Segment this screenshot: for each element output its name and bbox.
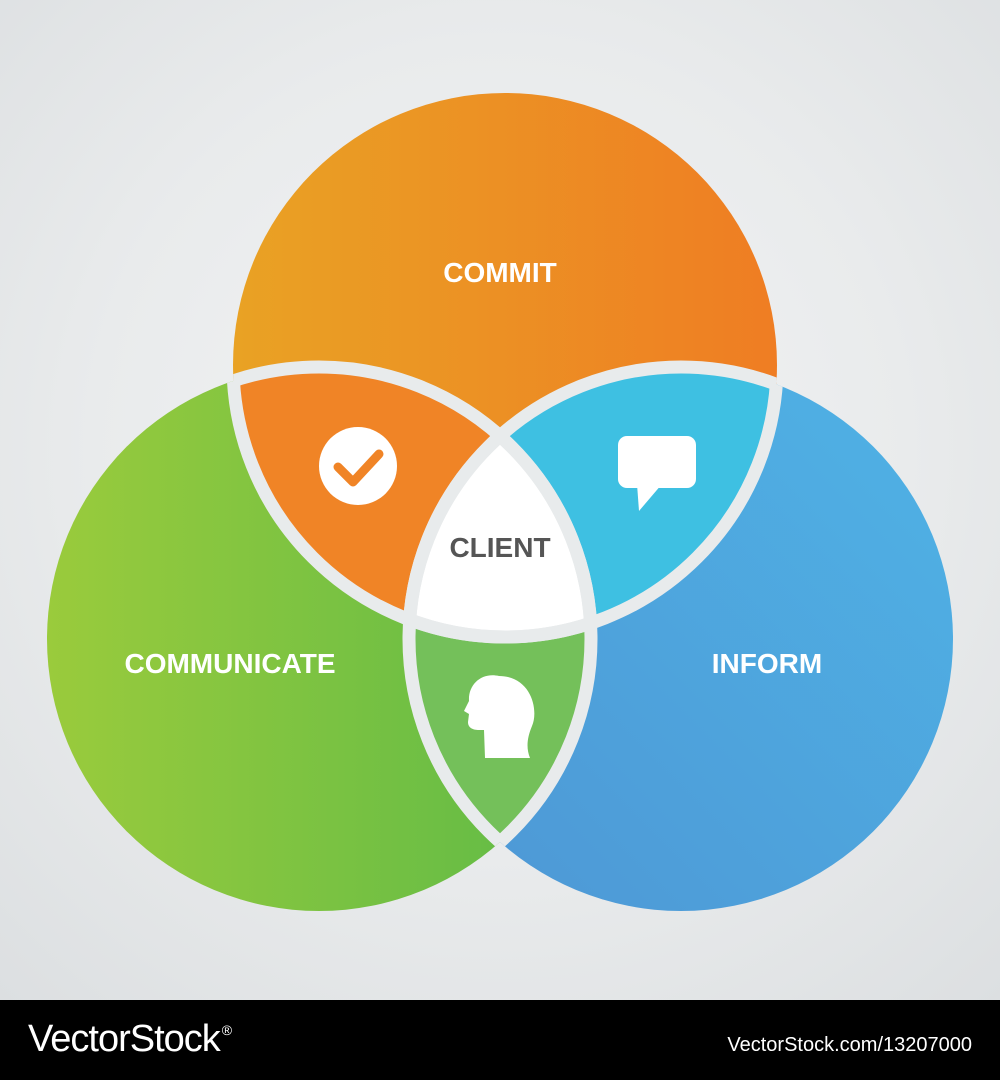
head-profile-icon: [464, 675, 535, 758]
client-label: CLIENT: [449, 532, 550, 563]
speech-bubble-icon: [618, 436, 696, 511]
diagram-canvas: COMMIT COMMUNICATE INFORM CLIENT: [0, 0, 1000, 1000]
communicate-label: COMMUNICATE: [124, 648, 335, 679]
inform-label: INFORM: [712, 648, 822, 679]
checkmark-icon: [319, 427, 397, 505]
image-reference: VectorStock.com/13207000: [727, 1034, 972, 1056]
brand-name: VectorStock: [28, 1018, 221, 1060]
venn-diagram: COMMIT COMMUNICATE INFORM CLIENT: [47, 93, 953, 911]
commit-label: COMMIT: [443, 257, 557, 288]
registered-mark: ®: [221, 1022, 232, 1038]
vectorstock-logo: VectorStock®: [28, 1018, 232, 1061]
region-outlines: [226, 360, 784, 911]
watermark-bar: VectorStock® VectorStock.com/13207000: [0, 1000, 1000, 1080]
